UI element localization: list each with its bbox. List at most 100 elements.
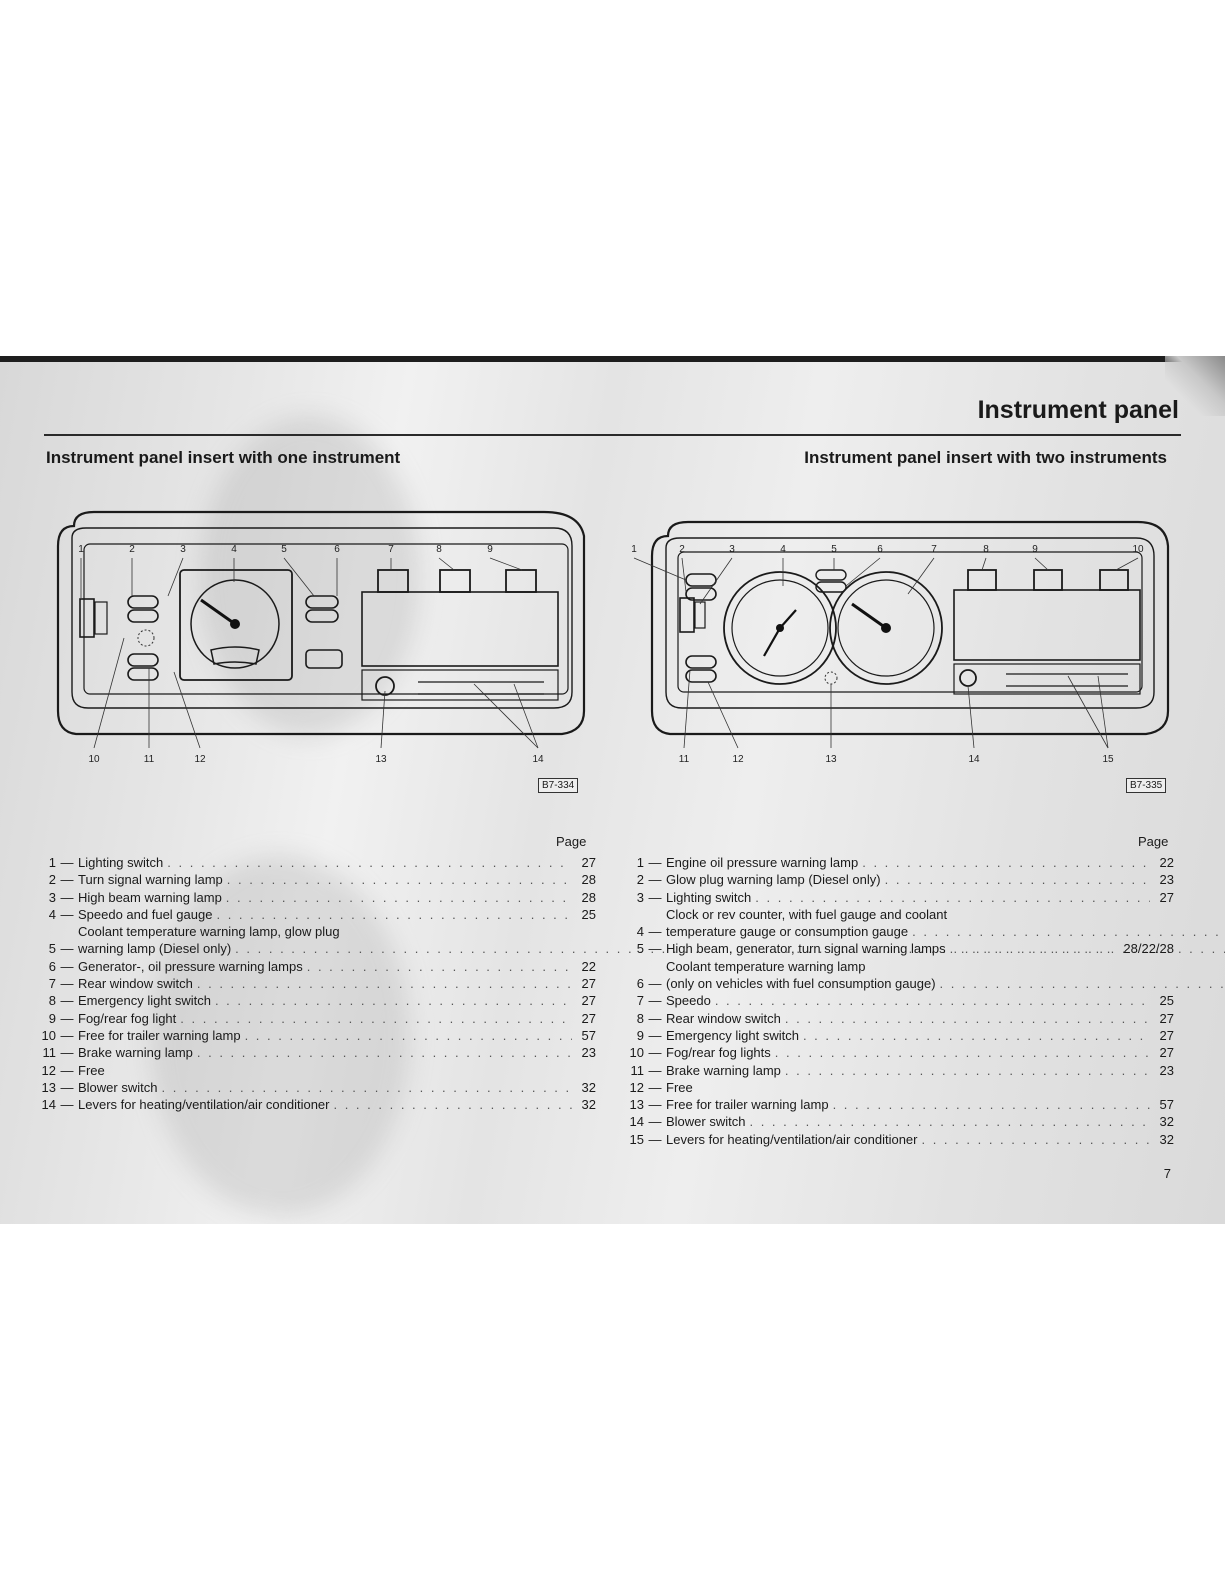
left-panel-svg: 1 2 3 4 5 6 7 8 9 10 11 12 13 14: [56, 510, 586, 765]
right-page-header: Page: [1138, 834, 1169, 849]
leader-dots: [197, 975, 572, 992]
leader-dots: [785, 1010, 1150, 1027]
page-title: Instrument panel: [977, 396, 1179, 424]
title-rule: [44, 434, 1181, 436]
legend-item: 14—Blower switch32: [614, 1113, 1174, 1130]
item-text-cont: (only on vehicles with fuel consumption …: [666, 976, 936, 992]
item-number: 7: [636, 993, 644, 1009]
item-multiline: Coolant temperature warning lamp(only on…: [666, 958, 1225, 993]
callout-5: 5: [831, 544, 837, 555]
callout-8: 8: [436, 544, 442, 555]
callout-11: 11: [679, 754, 690, 765]
page-number: 7: [1163, 1166, 1171, 1181]
item-page: 28: [581, 889, 596, 905]
item-page: 27: [581, 1010, 596, 1026]
item-dash: —: [648, 1045, 662, 1061]
legend-item: 10—Free for trailer warning lamp57: [26, 1027, 596, 1044]
item-dash: —: [60, 1079, 74, 1095]
item-number: 10: [41, 1027, 56, 1043]
callout-12: 12: [194, 754, 206, 765]
leader-dots: [921, 1131, 1150, 1148]
legend-item: 3—Lighting switch27: [614, 889, 1174, 906]
leader-dots: [755, 889, 1150, 906]
item-number: 10: [629, 1045, 644, 1061]
item-text: Brake warning lamp: [78, 1045, 193, 1061]
item-number: 3: [636, 889, 644, 905]
leader-dots: [227, 871, 572, 888]
item-page: 28: [581, 872, 596, 888]
item-dash: —: [648, 1079, 662, 1095]
right-panel-diagram: 1 2 3 4 5 6 7 8 9 10 11 12 13 14 15: [628, 486, 1178, 781]
legend-item: 2—Glow plug warning lamp (Diesel only)23: [614, 871, 1174, 888]
left-panel-diagram: 1 2 3 4 5 6 7 8 9 10 11 12 13 14: [44, 486, 594, 781]
legend-item: 15—Levers for heating/ventilation/air co…: [614, 1131, 1174, 1148]
item-text-cont: warning lamp (Diesel only): [78, 941, 232, 957]
item-text-cont: temperature gauge or consumption gauge: [666, 924, 909, 940]
callout-7: 7: [388, 544, 394, 555]
item-number: 2: [636, 872, 644, 888]
legend-item: 10—Fog/rear fog lights27: [614, 1044, 1174, 1061]
item-text: Blower switch: [666, 1114, 746, 1130]
leader-dots: [940, 975, 1225, 992]
item-dash: —: [648, 1062, 662, 1078]
callout-13: 13: [825, 754, 837, 765]
item-page: 57: [581, 1027, 596, 1043]
callout-7: 7: [931, 544, 937, 555]
legend-item: 11—Brake warning lamp23: [614, 1062, 1175, 1079]
item-text: Fog/rear fog light: [78, 1010, 177, 1026]
item-page: 32: [1159, 1114, 1174, 1130]
callout-1: 1: [78, 544, 84, 555]
item-number: 4: [636, 924, 644, 940]
item-text: Free for trailer warning lamp: [78, 1027, 241, 1043]
item-dash: —: [648, 1097, 662, 1113]
legend-item: 12—Free: [26, 1062, 596, 1079]
leader-dots: [216, 906, 572, 923]
item-number: 9: [636, 1027, 644, 1043]
item-dash: —: [648, 993, 662, 1009]
item-text: Brake warning lamp: [666, 1062, 781, 1078]
item-line2: (only on vehicles with fuel consumption …: [666, 975, 1225, 992]
item-number: 3: [48, 889, 56, 905]
legend-item: 11—Brake warning lamp23: [26, 1044, 597, 1061]
legend-item: 7—Speedo25: [614, 992, 1174, 1009]
callout-9: 9: [487, 544, 493, 555]
callout-5: 5: [281, 544, 287, 555]
item-text: Turn signal warning lamp: [78, 872, 223, 888]
smudge: [200, 416, 420, 736]
legend-item: 9—Fog/rear fog light27: [26, 1010, 596, 1027]
scanned-page: Instrument panel Instrument panel insert…: [0, 356, 1225, 1224]
leader-dots: [226, 889, 572, 906]
item-text: High beam, generator, turn signal warnin…: [666, 941, 946, 957]
leader-dots: [833, 1096, 1150, 1113]
left-figure-ref: B7-334: [538, 778, 579, 793]
legend-item: 1—Engine oil pressure warning lamp22: [614, 854, 1174, 871]
item-dash: —: [60, 872, 74, 888]
item-number: 12: [629, 1079, 644, 1095]
item-page: 25: [1159, 993, 1174, 1009]
item-dash: —: [648, 941, 662, 957]
leader-dots: [862, 854, 1150, 871]
legend-item: 12—Free: [614, 1079, 1174, 1096]
item-page: 23: [1159, 872, 1174, 888]
leader-dots: [161, 1079, 572, 1096]
item-dash: —: [648, 976, 662, 992]
callout-3: 3: [729, 544, 735, 555]
callout-14: 14: [532, 754, 544, 765]
legend-item: 1—Lighting switch27: [26, 854, 596, 871]
callout-10: 10: [1132, 544, 1144, 555]
item-number: 14: [629, 1114, 644, 1130]
callout-10: 10: [88, 754, 100, 765]
callout-13: 13: [375, 754, 387, 765]
item-dash: —: [648, 872, 662, 888]
item-text: Levers for heating/ventilation/air condi…: [666, 1131, 918, 1147]
legend-item: 6—Generator-, oil pressure warning lamps…: [26, 958, 596, 975]
leader-dots: [333, 1096, 572, 1113]
item-number: 7: [48, 976, 56, 992]
item-multiline: Clock or rev counter, with fuel gauge an…: [666, 906, 1225, 941]
item-number: 13: [41, 1079, 56, 1095]
leader-dots: [215, 992, 572, 1009]
callout-4: 4: [231, 544, 237, 555]
item-number: 5: [48, 941, 56, 957]
item-number: 6: [636, 976, 644, 992]
item-text: Generator-, oil pressure warning lamps: [78, 958, 303, 974]
